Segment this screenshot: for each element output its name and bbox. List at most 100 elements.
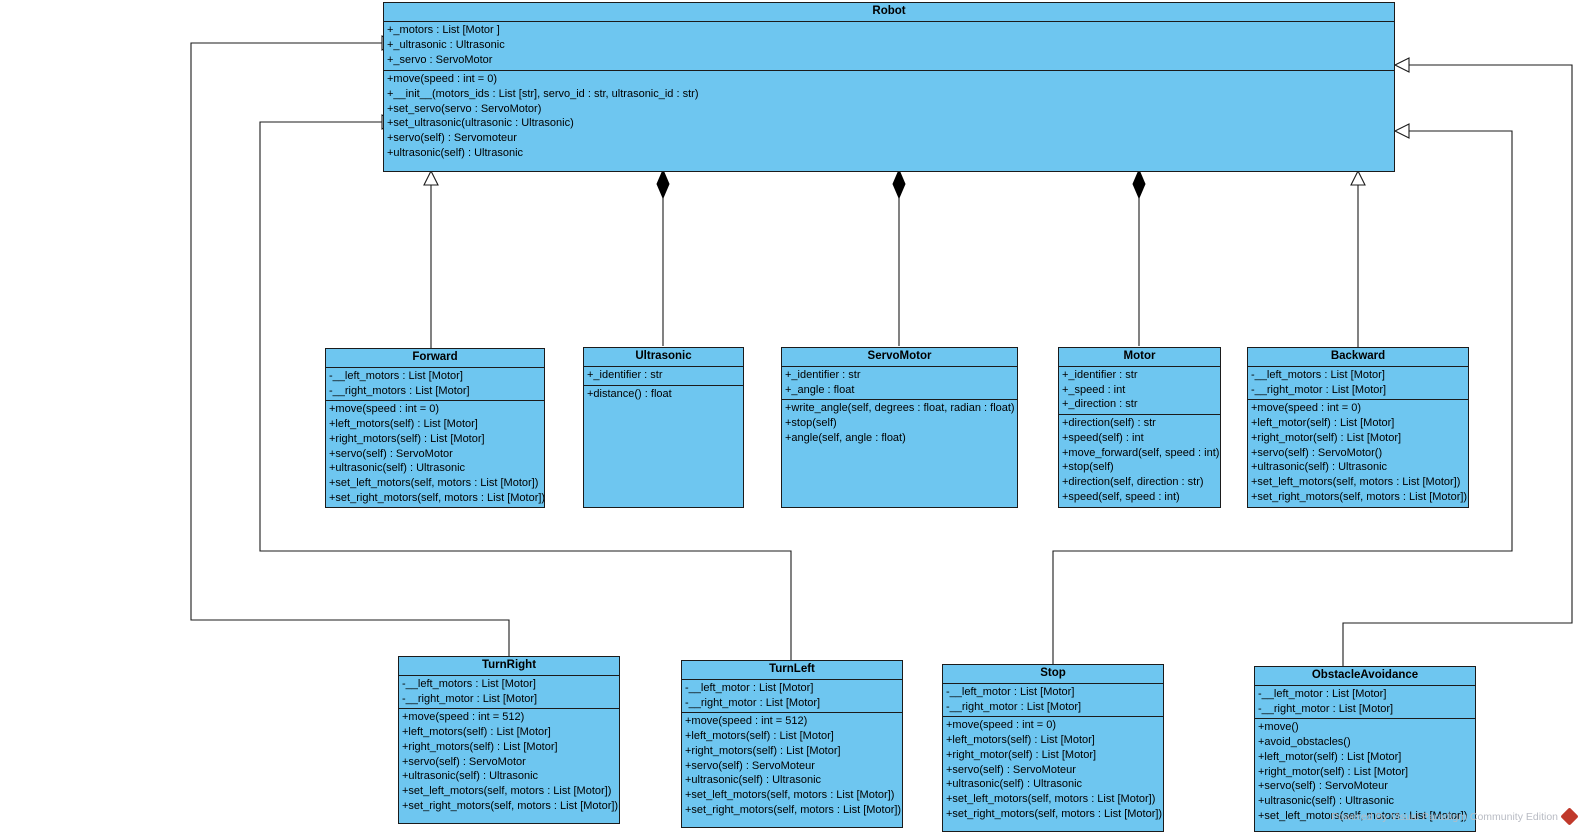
class-operations-backward: +move(speed : int = 0) +left_motor(self) … [1248, 400, 1468, 506]
composition-robot-ultrasonic [656, 168, 670, 346]
class-member-row: +_identifier : str [785, 369, 861, 381]
class-box-servomotor[interactable]: ServoMotor +_identifier : str+_angle : f… [781, 347, 1018, 508]
composition-robot-motor [1132, 168, 1146, 346]
class-member-row: +left_motors(self) : List [Motor] [402, 726, 551, 739]
class-member-row: +_identifier : str [1062, 369, 1138, 381]
class-member-row: +set_right_motors(self, motors : List [M… [402, 799, 619, 812]
class-member-row: +left_motors(self) : List [Motor] [685, 730, 834, 743]
class-attributes-turnright: -__left_motors : List [Motor]-__right_mo… [399, 676, 619, 710]
class-title-turnleft: TurnLeft [682, 661, 902, 680]
class-operations-forward: +move(speed : int = 0) +left_motors(self)… [326, 401, 544, 507]
class-member-row: +_ultrasonic : Ultrasonic [387, 38, 505, 51]
class-box-obstacleavoidance[interactable]: ObstacleAvoidance -__left_motor : List [… [1254, 666, 1476, 832]
class-member-row: +servo(self) : ServoMotor [329, 447, 453, 460]
class-attributes-turnleft: -__left_motor : List [Motor] -__right_mot… [682, 680, 902, 714]
class-member-row: +ultrasonic(self) : Ultrasonic [1258, 794, 1395, 807]
class-member-row: +_angle : float [785, 383, 855, 396]
class-member-row: +move(speed : int = 0) [1251, 402, 1362, 415]
class-member-row: +ultrasonic(self) : Ultrasonic [329, 462, 466, 475]
class-member-row: -__left_motors : List [Motor] [329, 370, 463, 382]
class-title-stop: Stop [943, 665, 1163, 684]
class-member-row: +_speed : int [1062, 383, 1126, 396]
class-title-obstacleavoidance: ObstacleAvoidance [1255, 667, 1475, 686]
class-box-motor[interactable]: Motor +_identifier : str+_speed : int+_d… [1058, 347, 1221, 508]
class-member-row: +move(speed : int = 512) [685, 715, 808, 728]
composition-robot-servomotor [892, 168, 906, 346]
class-member-row: +move(speed : int = 0) [329, 403, 440, 416]
class-member-row: +ultrasonic(self) : Ultrasonic [402, 770, 539, 783]
class-member-row: +right_motors(self) : List [Motor] [329, 432, 485, 445]
class-member-row: +right_motor(self) : List [Motor] [1258, 765, 1409, 778]
class-member-row: +angle(self, angle : float) [785, 431, 906, 444]
watermark: Powered By Visual Paradigm Community Edi… [1331, 807, 1579, 826]
class-box-stop[interactable]: Stop -__left_motor : List [Motor]-__righ… [942, 664, 1164, 832]
class-attributes-stop: -__left_motor : List [Motor]-__right_mot… [943, 684, 1163, 718]
class-member-row: +set_left_motors(self, motors : List [Mo… [329, 476, 539, 489]
class-member-row: +servo(self) : ServoMoteur [1258, 780, 1388, 793]
class-member-row: +left_motor(self) : List [Motor] [1258, 750, 1402, 763]
class-member-row: -__left_motor : List [Motor] [1258, 688, 1387, 700]
class-operations-ultrasonic: +distance() : float [584, 386, 743, 404]
class-member-row: +_identifier : str [587, 369, 663, 381]
class-member-row: +servo(self) : ServoMoteur [685, 759, 815, 772]
class-operations-turnright: +move(speed : int = 512) +left_motors(sel… [399, 709, 619, 815]
class-box-backward[interactable]: Backward -__left_motors : List [Motor] -_… [1247, 347, 1469, 508]
class-member-row: +speed(self, speed : int) [1062, 490, 1180, 503]
watermark-text: Powered By Visual Paradigm Community Edi… [1331, 810, 1558, 823]
class-member-row: +set_left_motors(self, motors : List [Mo… [685, 788, 895, 801]
class-member-row: -__right_motor : List [Motor] [946, 700, 1082, 713]
class-member-row: +ultrasonic(self) : Ultrasonic [387, 147, 524, 160]
class-member-row: +set_right_motors(self, motors : List [M… [946, 807, 1163, 820]
class-member-row: +set_left_motors(self, motors : List [Mo… [1251, 475, 1461, 488]
class-member-row: +left_motor(self) : List [Motor] [1251, 417, 1395, 430]
visual-paradigm-logo-icon [1560, 807, 1579, 826]
class-member-row: +set_left_motors(self, motors : List [Mo… [1258, 809, 1468, 822]
class-member-row: +stop(self) [785, 417, 837, 430]
class-member-row: +direction(self, direction : str) [1062, 475, 1204, 488]
class-attributes-motor: +_identifier : str +_speed : int +_directi… [1059, 367, 1220, 416]
class-member-row: +set_left_motors(self, motors : List [Mo… [946, 792, 1156, 805]
class-box-robot[interactable]: Robot +_motors : List [Motor ]+_ultrason… [383, 2, 1395, 172]
class-member-row: -__left_motors : List [Motor] [402, 678, 536, 690]
class-member-row: +move_forward(self, speed : int) [1062, 446, 1220, 459]
class-member-row: +write_angle(self, degrees : float, radi… [785, 402, 1015, 415]
class-operations-stop: +move(speed : int = 0)+left_motors(self)… [943, 717, 1163, 823]
class-member-row: +_motors : List [Motor ] [387, 24, 500, 36]
class-member-row: -__right_motors : List [Motor] [329, 384, 470, 397]
class-member-row: +ultrasonic(self) : Ultrasonic [946, 778, 1083, 791]
class-member-row: +set_right_motors(self, motors : List [M… [685, 803, 902, 816]
class-member-row: +servo(self) : ServoMotor() [1251, 446, 1383, 459]
class-member-row: +move() [1258, 721, 1299, 734]
class-member-row: +distance() : float [587, 387, 672, 400]
class-member-row: +ultrasonic(self) : Ultrasonic [685, 774, 822, 787]
class-attributes-ultrasonic: +_identifier : str [584, 367, 743, 386]
class-member-row: +move(speed : int = 512) [402, 711, 525, 724]
generalization-backward-robot [1350, 169, 1366, 350]
generalization-forward-robot [423, 169, 439, 352]
class-attributes-robot: +_motors : List [Motor ] +_ultrasonic : U… [384, 22, 1394, 71]
class-member-row: +move(speed : int = 0) [387, 72, 498, 85]
class-attributes-forward: -__left_motors : List [Motor] -__right_mo… [326, 368, 544, 402]
class-member-row: -__right_motor : List [Motor] [685, 696, 821, 709]
class-member-row: +right_motor(self) : List [Motor] [1251, 431, 1402, 444]
class-member-row: +right_motors(self) : List [Motor] [685, 744, 841, 757]
class-member-row: +_direction : str [1062, 398, 1138, 411]
class-member-row: +speed(self) : int [1062, 431, 1144, 444]
class-box-turnright[interactable]: TurnRight -__left_motors : List [Motor]-… [398, 656, 620, 824]
class-member-row: -__right_motor : List [Motor] [1258, 702, 1394, 715]
class-member-row: -__left_motor : List [Motor] [685, 682, 814, 694]
class-attributes-servomotor: +_identifier : str +_angle : float [782, 367, 1017, 401]
class-box-ultrasonic[interactable]: Ultrasonic +_identifier : str +distance(… [583, 347, 744, 508]
class-box-turnleft[interactable]: TurnLeft -__left_motor : List [Motor]-__… [681, 660, 903, 828]
class-member-row: +right_motor(self) : List [Motor] [946, 748, 1097, 761]
class-attributes-obstacleavoidance: -__left_motor : List [Motor] -__right_mot… [1255, 686, 1475, 720]
class-box-forward[interactable]: Forward -__left_motors : List [Motor]-__… [325, 348, 545, 508]
class-title-backward: Backward [1248, 348, 1468, 367]
class-member-row: +ultrasonic(self) : Ultrasonic [1251, 461, 1388, 474]
class-member-row: +move(speed : int = 0) [946, 719, 1057, 732]
class-member-row: -__right_motor : List [Motor] [1251, 383, 1387, 396]
class-member-row: -__left_motors : List [Motor] [1251, 369, 1385, 381]
class-member-row: +set_servo(servo : ServoMotor) [387, 102, 542, 115]
class-member-row: +left_motors(self) : List [Motor] [329, 418, 478, 431]
